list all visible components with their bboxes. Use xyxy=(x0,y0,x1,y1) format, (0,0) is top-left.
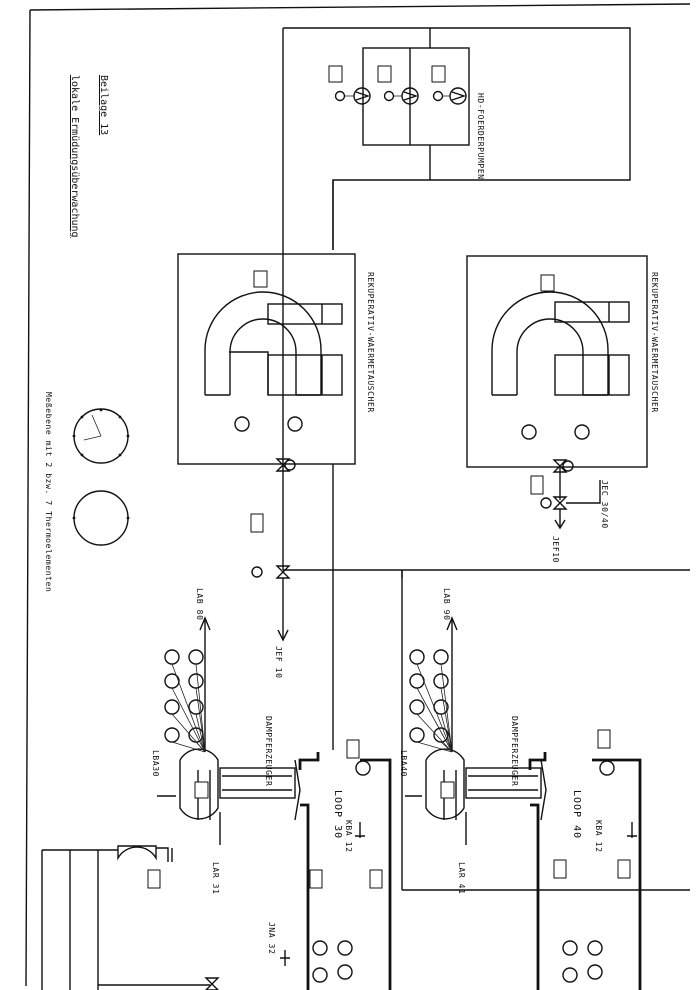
loop-40-lab-label: LAB 90 xyxy=(442,588,451,621)
jef10-arrow xyxy=(277,629,289,642)
heat-exchanger-1 xyxy=(177,253,356,465)
pump-label: HD-FOERDERPUMPEN xyxy=(476,93,485,180)
pump-1 xyxy=(334,87,371,105)
pump-tag-boxes xyxy=(328,65,446,83)
loop-30-jna-label: JNA 32 xyxy=(267,922,276,955)
loop-30-lower-rings xyxy=(312,940,353,983)
pump-2 xyxy=(383,87,419,105)
loop-40-kba-connector xyxy=(627,822,637,838)
legend-caption: Meßebene mit 2 bzw. 7 Thermoelementen xyxy=(44,392,53,592)
loop-30-lab-label: LAB 80 xyxy=(195,588,204,621)
loop-40-lower-rings xyxy=(562,940,603,983)
pump-motor-group xyxy=(334,87,467,105)
loop-40-lba-label: LBA40 xyxy=(399,750,408,777)
lab80-arrow xyxy=(199,616,211,631)
jec-label: JEC 30/40 xyxy=(600,480,609,529)
loop-30-kba-label: KBA 12 xyxy=(344,820,353,853)
steam-generator-2 xyxy=(425,748,547,821)
loop-40-kba-label: KBA 12 xyxy=(594,820,603,853)
loop-30-kba-connector xyxy=(355,822,365,838)
drawing-subtitle: lokale Ermüdungsüberwachung xyxy=(69,75,80,238)
jef10-label: JEF 10 xyxy=(274,646,283,679)
steam-generator-1 xyxy=(179,748,301,821)
steam-generator-1-label: DAMPFERZEUGER xyxy=(264,716,273,786)
loop-30-lar-label: LAR 31 xyxy=(211,862,220,895)
valve-hx1 xyxy=(275,458,296,472)
tag-box-jec xyxy=(530,475,544,495)
heat-exchanger-2-label: REKUPERATIV-WAERMETAUSCHER xyxy=(650,272,659,413)
loop-30-thermocouple-rings xyxy=(164,649,206,753)
jna-connector xyxy=(280,950,290,966)
lab90-arrow xyxy=(446,616,458,631)
beilage-label: Beilage 13 xyxy=(98,75,109,135)
pump-enclosure xyxy=(362,47,470,146)
pump-3 xyxy=(432,87,467,105)
frame-top xyxy=(29,3,691,11)
tag-box-jef xyxy=(250,513,264,533)
loop-30-circuit xyxy=(298,739,392,990)
jec-line xyxy=(566,480,601,504)
loop-40-circuit xyxy=(528,729,642,990)
loop-30-lba-label: LBA30 xyxy=(151,750,160,777)
steam-generator-2-label: DAMPFERZEUGER xyxy=(510,716,519,786)
valve-jef10 xyxy=(251,565,291,579)
legend-ring-7-thermocouples xyxy=(72,408,130,464)
loop-40-thermocouple-rings xyxy=(409,649,453,753)
frame-left xyxy=(25,9,31,987)
pump-outer-line xyxy=(283,27,631,250)
heat-exchanger-2 xyxy=(466,255,648,468)
heat-exchanger-1-label: REKUPERATIV-WAERMETAUSCHER xyxy=(366,272,375,413)
pressurizer xyxy=(41,845,220,990)
jef10-b-arrow xyxy=(554,519,566,530)
valve-hx2-b xyxy=(540,496,568,510)
loop-40-label: LOOP 40 xyxy=(571,790,582,839)
valve-hx2-a xyxy=(552,459,574,473)
jef10-b-label: JEF10 xyxy=(551,536,560,563)
loop-40-lar-label: LAR 41 xyxy=(457,862,466,895)
loop-30-label: LOOP 30 xyxy=(332,790,343,839)
legend-ring-2-thermocouples xyxy=(72,490,130,546)
